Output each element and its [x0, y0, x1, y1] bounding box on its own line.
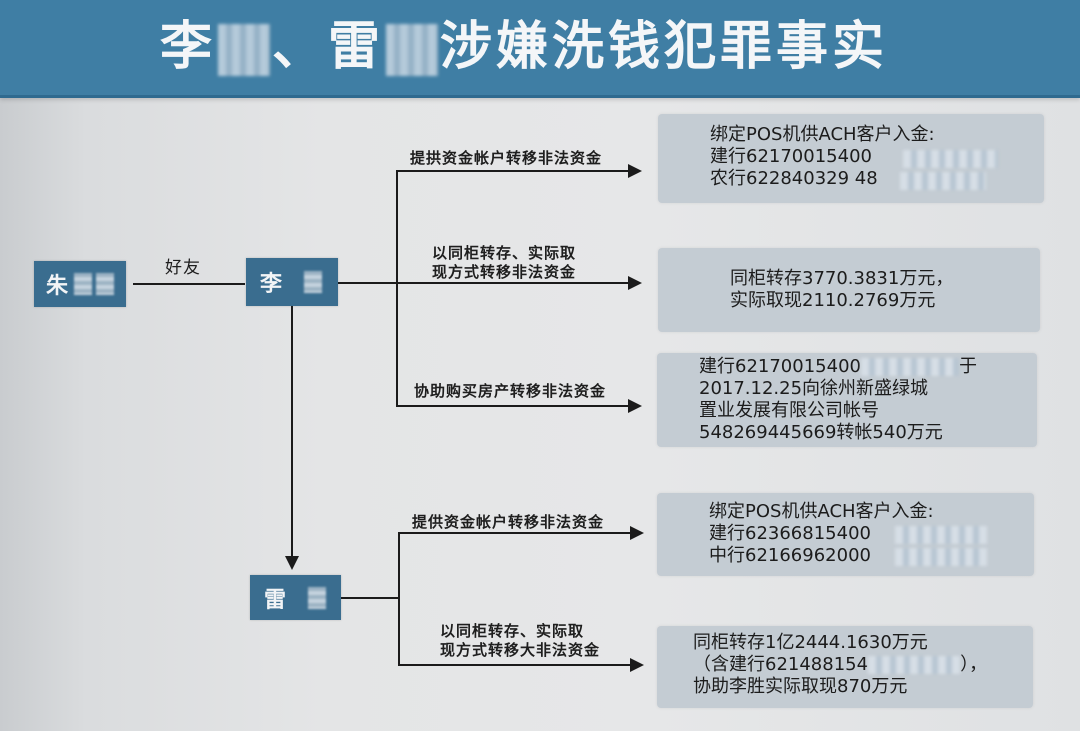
redacted-account — [895, 526, 987, 544]
li-to-lei-line — [291, 306, 293, 558]
person-node-lei: 雷 — [250, 575, 341, 620]
box-line: （含建行621488154 ）， — [693, 654, 987, 676]
redacted-account — [868, 656, 961, 674]
box-line: 中行62166962000 — [709, 545, 871, 566]
box-line: 绑定POS机供ACH客户入金: — [709, 501, 934, 522]
redacted-name — [96, 273, 115, 295]
branch-label-li-3: 协助购买房产转移非法资金 — [414, 382, 607, 400]
box-line: 农行622840329 48 — [710, 168, 878, 189]
box-line: 绑定POS机供ACH客户入金: — [710, 124, 935, 145]
redacted-name — [386, 24, 439, 76]
redacted-account — [903, 150, 998, 168]
page-title: 李、雷涉嫌洗钱犯罪事实 — [160, 14, 888, 80]
branch-label-li-2b: 现方式转移非法资金 — [432, 263, 577, 281]
branch-label-li-1: 提拱资金帐户转移非法资金 — [410, 149, 603, 167]
title-banner: 李、雷涉嫌洗钱犯罪事实 — [0, 0, 1080, 98]
arrow-right-icon — [628, 276, 642, 290]
arrow-right-icon — [628, 399, 642, 413]
redacted-name — [308, 586, 327, 609]
box-line: 建行62170015400 — [710, 146, 872, 167]
account-prefix: 建行62170015400 — [699, 356, 861, 377]
box-line: 协助李胜实际取现870万元 — [693, 676, 908, 697]
redacted-account — [900, 172, 986, 190]
arrow-down-icon — [285, 556, 299, 570]
arrow-right-icon — [630, 526, 644, 540]
li-branch-1-line — [396, 170, 628, 172]
redacted-account — [860, 358, 959, 376]
box-line: 548269445669转帐540万元 — [699, 422, 943, 443]
title-text-li: 李 — [160, 17, 217, 77]
box-line: 2017.12.25向徐州新盛绿城 — [699, 378, 929, 399]
text-yu: 于 — [958, 356, 977, 377]
person-name: 雷 — [264, 587, 287, 613]
lei-main-line — [341, 597, 399, 599]
box-line: 置业发展有限公司帐号 — [699, 400, 879, 421]
info-box-pos-lei: 绑定POS机供ACH客户入金: 建行62366815400 中行62166962… — [657, 493, 1034, 576]
box-line: 实际取现2110.2769万元 — [730, 290, 936, 311]
person-name: 朱 — [46, 274, 69, 299]
li-main-line — [338, 282, 628, 284]
relation-line — [133, 283, 245, 285]
lei-branch-trunk — [398, 532, 400, 665]
lei-branch-1-line — [398, 532, 630, 534]
box-line: 同柜转存3770.3831万元， — [730, 268, 954, 289]
person-node-li: 李 — [246, 258, 338, 306]
box-line: 同柜转存1亿2444.1630万元 — [693, 632, 928, 653]
account-prefix: （含建行621488154 — [693, 654, 869, 675]
title-text-main: 涉嫌洗钱犯罪事实 — [440, 17, 889, 77]
branch-label-lei-2a: 以同柜转存、实际取 — [440, 622, 585, 640]
branch-label-li-2a: 以同柜转存、实际取 — [432, 244, 577, 262]
redacted-name — [304, 271, 323, 293]
title-text-lei: 、雷 — [272, 17, 385, 77]
box-line: 建行62366815400 — [709, 523, 871, 544]
person-node-zhu: 朱 — [34, 261, 126, 307]
redacted-account — [895, 548, 987, 566]
li-branch-trunk — [396, 170, 398, 406]
info-box-cash-lei: 同柜转存1亿2444.1630万元 （含建行621488154 ）， 协助李胜实际… — [657, 626, 1033, 708]
info-box-property-li: 建行62170015400 于 2017.12.25向徐州新盛绿城 置业发展有限公… — [657, 353, 1037, 447]
branch-label-lei-1: 提供资金帐户转移非法资金 — [412, 513, 605, 531]
text-close-paren: ）， — [960, 654, 988, 675]
redacted-name — [218, 24, 271, 76]
lei-branch-2-line — [398, 664, 630, 666]
person-name: 李 — [260, 272, 283, 297]
arrow-right-icon — [628, 164, 642, 178]
info-box-cash-li: 同柜转存3770.3831万元， 实际取现2110.2769万元 — [658, 248, 1040, 332]
redacted-name — [74, 273, 93, 295]
arrow-right-icon — [630, 658, 644, 672]
info-box-pos-li: 绑定POS机供ACH客户入金: 建行62170015400 农行62284032… — [658, 114, 1044, 203]
branch-label-lei-2b: 现方式转移大非法资金 — [440, 641, 601, 659]
li-branch-3-line — [396, 405, 628, 407]
box-line: 建行62170015400 于 — [699, 356, 977, 378]
relation-label: 好友 — [165, 258, 201, 278]
